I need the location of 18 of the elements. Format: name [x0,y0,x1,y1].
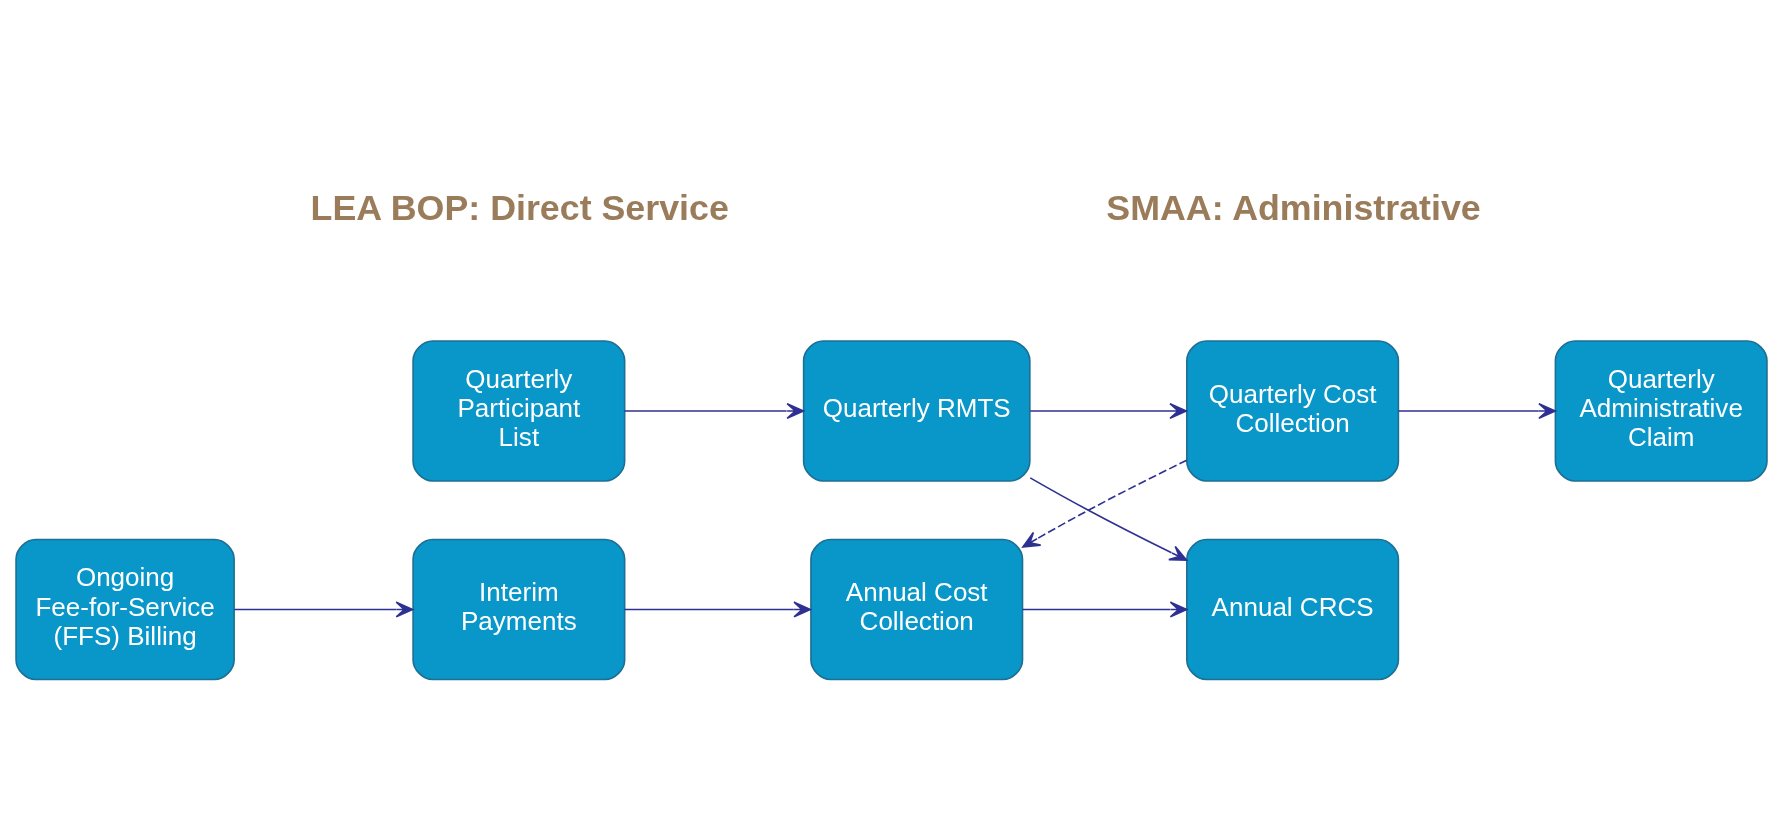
node-box: Interim Payments [412,538,626,681]
node-box: Annual CRCS [1186,538,1400,681]
node-box: Quarterly RMTS [802,340,1031,482]
node-box: Quarterly Administrative Claim [1554,340,1768,482]
arrow [623,601,812,618]
arrow [1022,459,1188,548]
label: SMAA: Administrative [1106,187,1481,228]
node-box: Annual Cost Collection [810,538,1024,681]
node-box: Ongoing Fee-for-Service (FFS) Billing [15,538,235,681]
arrow [1397,402,1557,420]
arrow [1029,477,1188,561]
arrow [1021,601,1188,618]
arrow [233,601,414,618]
label: LEA BOP: Direct Service [310,187,729,228]
arrow [623,402,805,420]
node-box: Quarterly Cost Collection [1186,340,1400,482]
node-box: Quarterly Participant List [412,340,626,482]
arrow [1029,402,1188,420]
